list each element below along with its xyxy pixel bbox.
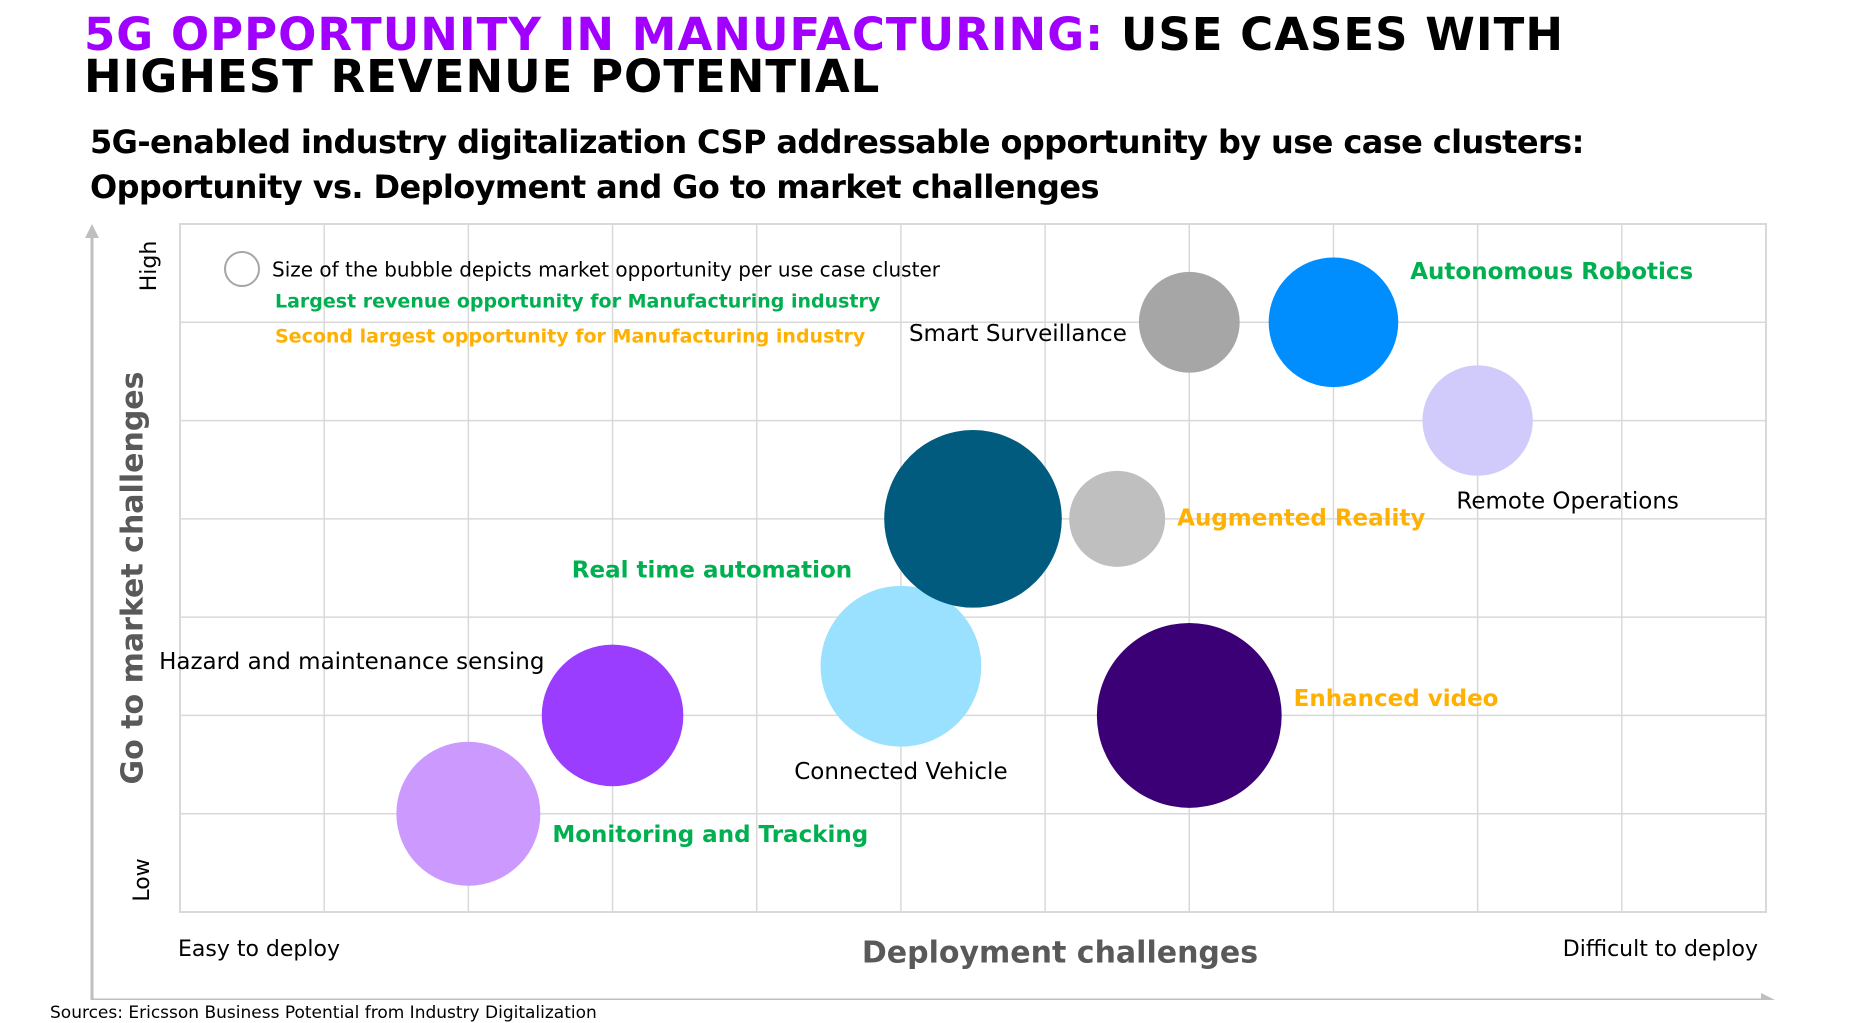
bubble-label-real-time-automation: Real time automation [572, 557, 852, 583]
chart-legend: Size of the bubble depicts market opport… [224, 251, 941, 348]
y-axis-title: Go to market challenges [116, 372, 151, 785]
legend-largest-note: Largest revenue opportunity for Manufact… [275, 291, 881, 313]
bubble-label-monitoring-and-tracking: Monitoring and Tracking [552, 822, 868, 848]
title-accent: 5G OPPORTUNITY IN MANUFACTURING: [84, 8, 1105, 61]
legend-bubble-icon [224, 251, 260, 287]
bubble-label-enhanced-video: Enhanced video [1294, 686, 1499, 712]
bubble-smart-surveillance [1138, 271, 1240, 373]
bubble-remote-operations [1422, 365, 1533, 476]
subtitle-line-1: 5G-enabled industry digitalization CSP a… [90, 123, 1584, 161]
page-subtitle: 5G-enabled industry digitalization CSP a… [90, 120, 1790, 210]
bubble-monitoring-and-tracking [396, 741, 541, 886]
bubble-hazard-and-maintenance-sensing [541, 644, 684, 787]
x-low-label: Easy to deploy [178, 937, 340, 962]
chart-axes [85, 224, 1775, 1000]
bubble-label-augmented-reality: Augmented Reality [1177, 505, 1425, 531]
plot-area-border [179, 223, 1767, 913]
page-title: 5G OPPORTUNITY IN MANUFACTURING: USE CAS… [84, 12, 1784, 99]
bubble-enhanced-video [1096, 623, 1282, 808]
x-axis-title: Deployment challenges [862, 936, 1258, 971]
bubble-chart: Size of the bubble depicts market opport… [85, 223, 1775, 1000]
x-axis-arrow-icon [1761, 993, 1775, 1000]
bubble-label-hazard-and-maintenance-sensing: Hazard and maintenance sensing [159, 649, 544, 675]
subtitle-line-2: Opportunity vs. Deployment and Go to mar… [90, 168, 1100, 206]
bubbles [396, 257, 1533, 886]
y-high-label: High [137, 241, 162, 292]
bubble-labels: Monitoring and Tracking Hazard and mainte… [159, 259, 1693, 848]
bubble-label-autonomous-robotics: Autonomous Robotics [1410, 259, 1693, 285]
bubble-label-smart-surveillance: Smart Surveillance [909, 321, 1127, 347]
bubble-autonomous-robotics [1268, 257, 1399, 388]
bubble-connected-vehicle [820, 585, 982, 747]
legend-second-note: Second largest opportunity for Manufactu… [275, 326, 866, 348]
x-high-label: Difficult to deploy [1563, 937, 1758, 962]
bubble-augmented-reality [1069, 470, 1166, 567]
source-note: Sources: Ericsson Business Potential fro… [50, 1003, 597, 1023]
legend-bubble-note: Size of the bubble depicts market opport… [272, 258, 941, 282]
axis-labels: Easy to deploy Difficult to deploy Deplo… [116, 241, 1759, 971]
bubble-label-connected-vehicle: Connected Vehicle [794, 759, 1007, 785]
y-axis-arrow-icon [85, 224, 99, 238]
title-rest: USE CASES WITH HIGHEST REVENUE POTENTIAL [84, 8, 1564, 103]
bubble-real-time-automation [884, 430, 1062, 608]
y-low-label: Low [130, 858, 155, 901]
bubble-label-remote-operations: Remote Operations [1456, 488, 1679, 514]
